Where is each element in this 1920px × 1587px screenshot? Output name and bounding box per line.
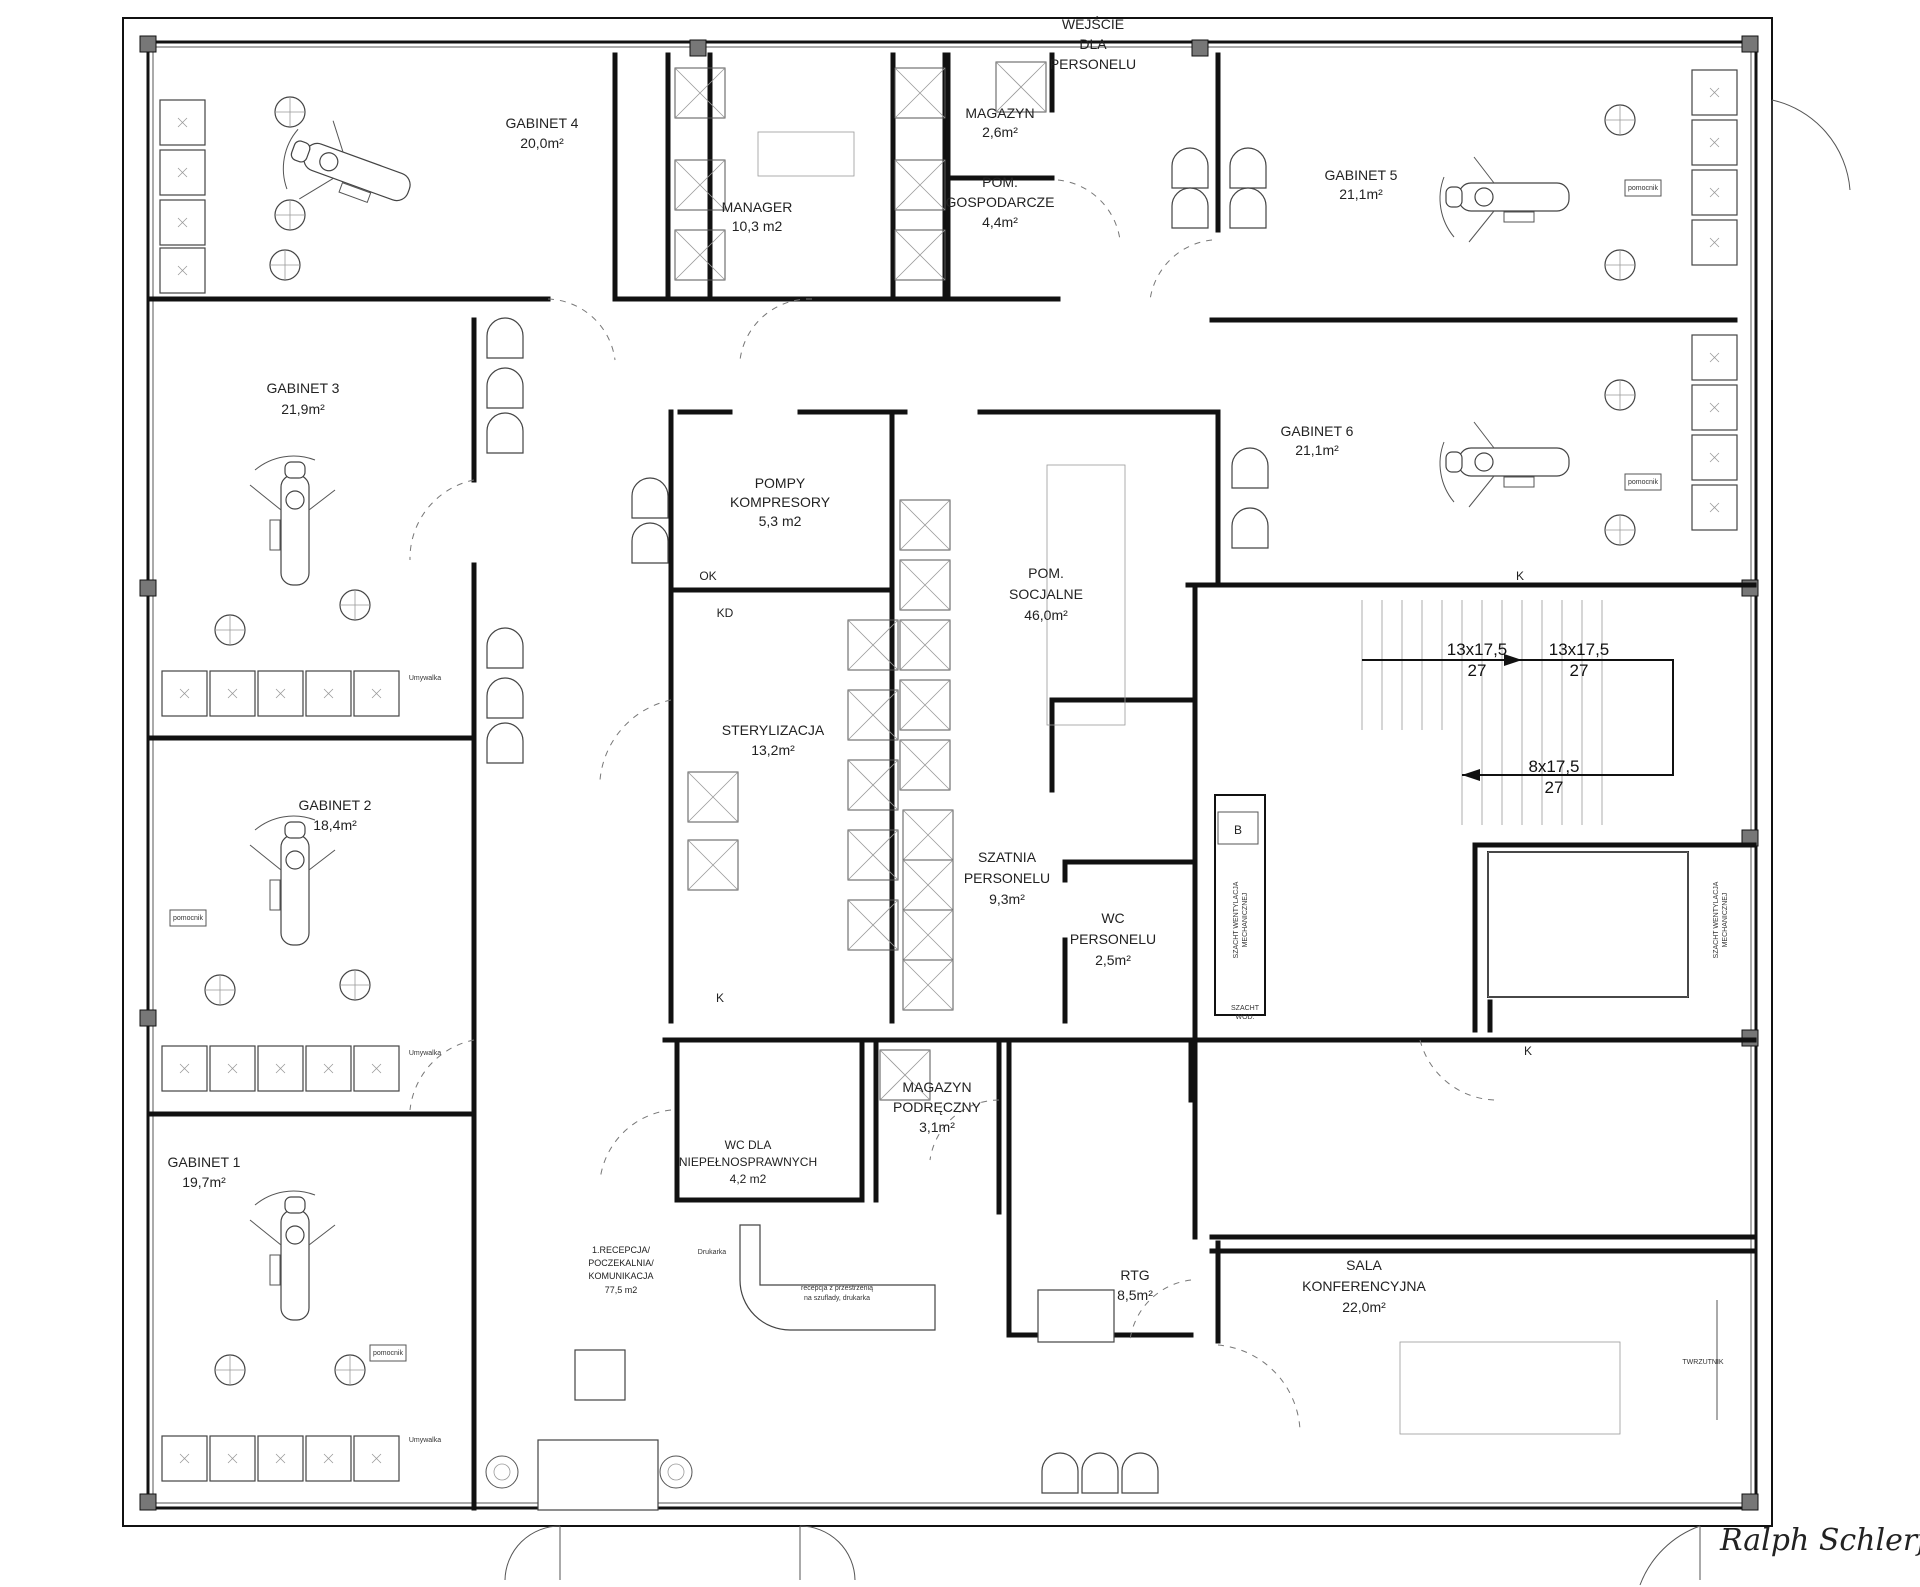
stair-steps-label: 8x17,5 bbox=[1528, 757, 1579, 776]
dental-chairs bbox=[249, 108, 1570, 1321]
signature: Ralph Schlerf bbox=[1719, 1523, 1920, 1558]
printer-label: Drukarka bbox=[698, 1249, 727, 1256]
assistant-label: pomocnik bbox=[1628, 185, 1658, 192]
staircase bbox=[1361, 600, 1674, 825]
sink-label: Umywalka bbox=[409, 1437, 441, 1444]
stair-tread-label: 27 bbox=[1545, 778, 1564, 797]
assistant-label: pomocnik bbox=[373, 1350, 403, 1357]
plant-icons bbox=[485, 1455, 693, 1489]
small-labels: Umywalka Umywalka Umywalka pomocnik pomo… bbox=[169, 179, 1729, 1444]
assistant-label: pomocnik bbox=[1628, 479, 1658, 486]
b-marker: B bbox=[1234, 823, 1242, 837]
stair-steps-label: 13x17,5 bbox=[1549, 640, 1610, 659]
stair-tread-label: 27 bbox=[1570, 661, 1589, 680]
assistant-label: pomocnik bbox=[173, 915, 203, 922]
sink-label: Umywalka bbox=[409, 675, 441, 682]
kd-marker: KD bbox=[717, 606, 734, 620]
interior-walls bbox=[148, 52, 1757, 1511]
door-swings bbox=[409, 99, 1851, 1586]
tables bbox=[537, 131, 1689, 1511]
k-marker: K bbox=[1524, 1044, 1532, 1058]
k-marker: K bbox=[716, 991, 724, 1005]
stair-annotations: 13x17,5 27 13x17,5 27 8x17,5 27 bbox=[1447, 640, 1610, 797]
k-marker: K bbox=[1516, 569, 1524, 583]
stools bbox=[204, 96, 1636, 1386]
ok-marker: OK bbox=[699, 569, 716, 583]
sink-label: Umywalka bbox=[409, 1050, 441, 1057]
stair-tread-label: 27 bbox=[1468, 661, 1487, 680]
projector-label: TWRZUTNIK bbox=[1682, 1359, 1724, 1366]
stair-steps-label: 13x17,5 bbox=[1447, 640, 1508, 659]
